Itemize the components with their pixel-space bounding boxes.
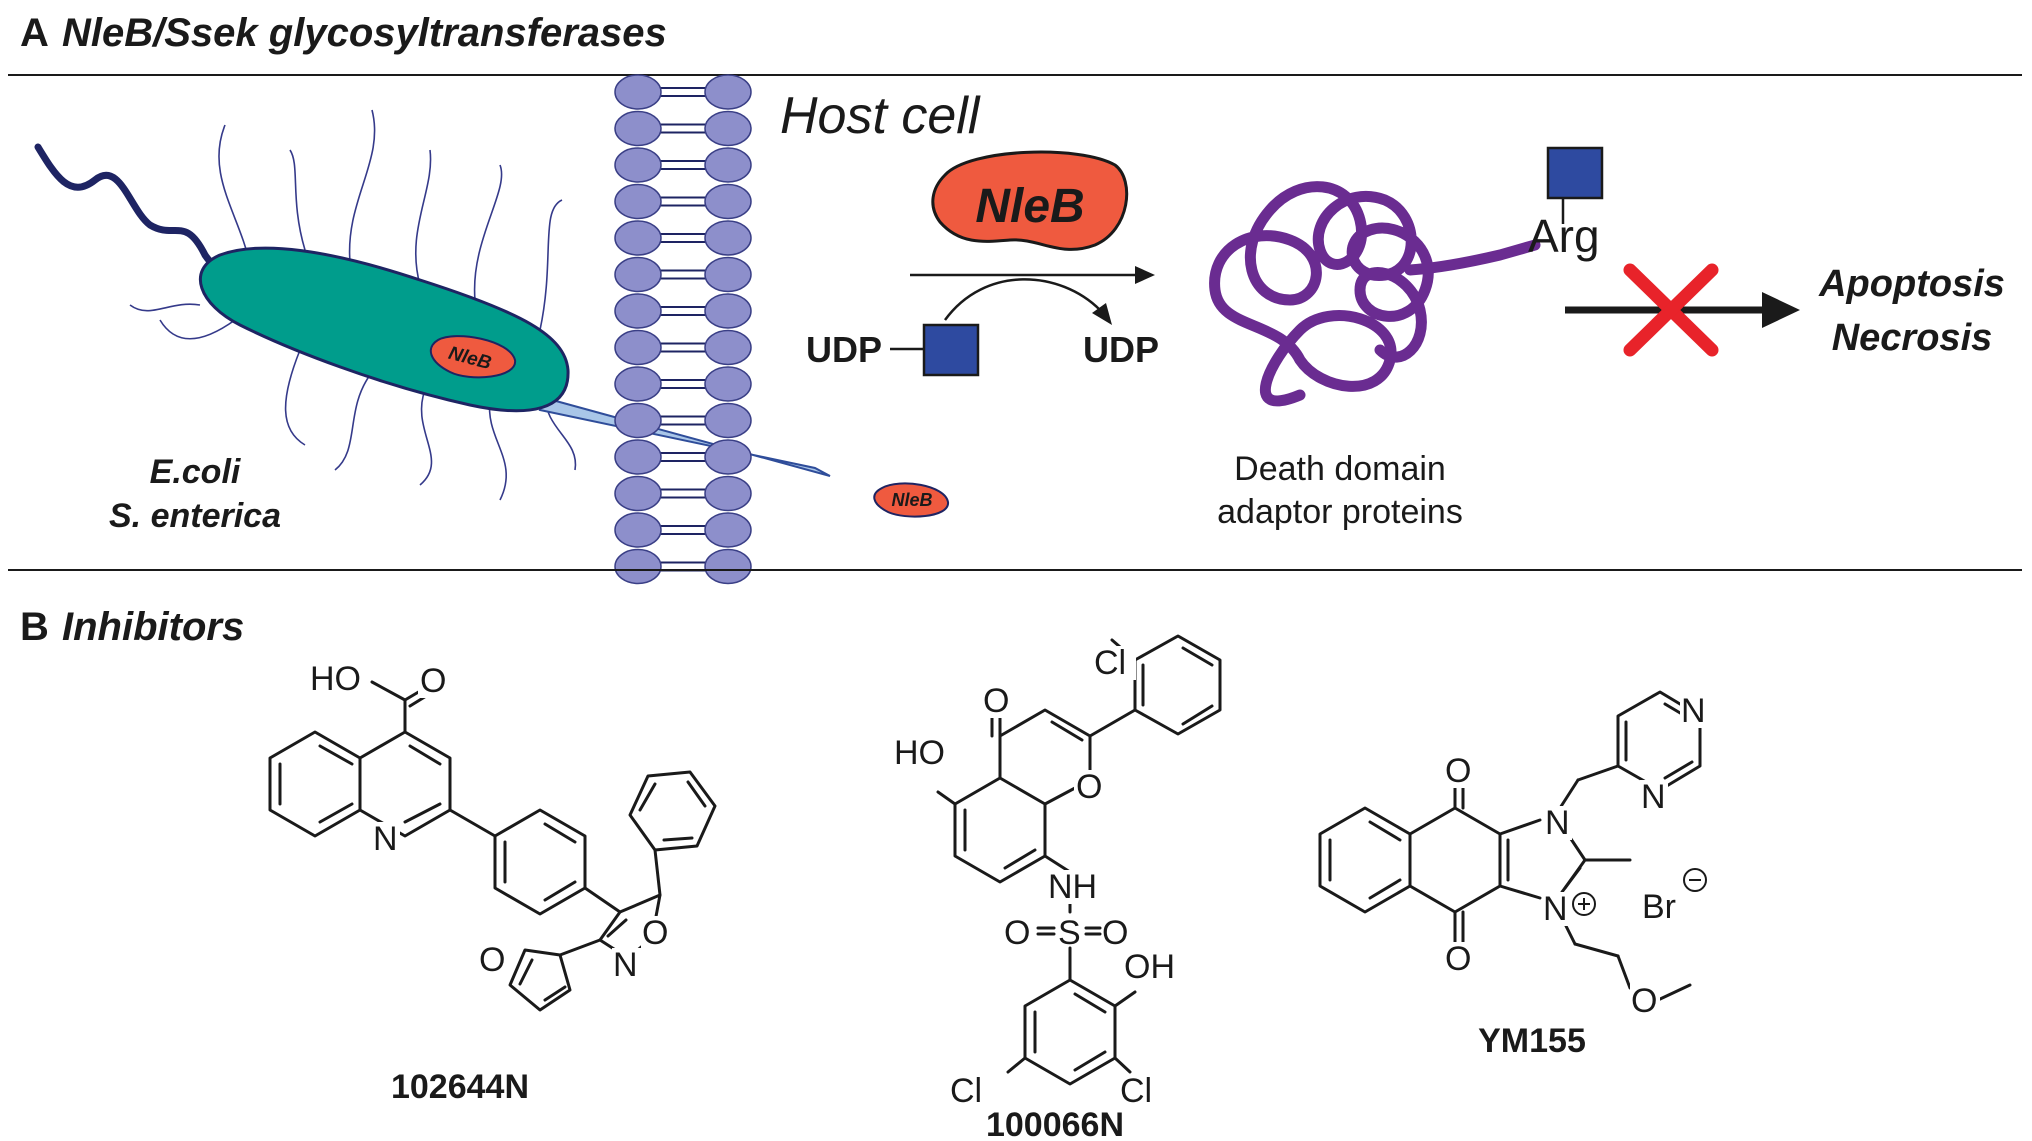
lipid-head [704,220,752,256]
atom-n-pyrazine-bottom: N [1641,778,1666,816]
atom-o-pyran: O [1076,768,1102,806]
lipid-head [704,512,752,548]
lipid-head [704,402,752,439]
atom-n-quinoline: N [373,820,398,858]
bacterium-nleb: NleB [429,335,517,379]
udp-release-arrow [943,278,1101,321]
flagellum [34,143,239,279]
atom-cl-left: Cl [950,1072,982,1110]
udp-substrate-label: UDP [806,329,882,370]
death-domain-protein [1209,181,1541,407]
host-membrane-bilayer [614,74,752,585]
lipid-head [614,366,662,402]
lipid-head [614,402,662,439]
atom-o-quinone-bottom: O [1445,940,1471,978]
atom-s: S [1058,914,1081,952]
atom-n-imidazole-top: N [1545,804,1570,842]
compound-ym155-structure [1318,690,1702,1002]
compound-100066n-name: 100066N [986,1106,1124,1141]
atom-o-sulfonyl-left: O [1004,914,1030,952]
atom-n-imidazolium: N [1543,890,1568,928]
protein-caption-line2: adaptor proteins [1217,493,1463,531]
inhibition-x-mark [1623,263,1719,357]
atom-o-furan: O [479,941,505,979]
lipid-head [614,256,662,293]
bacterium-pili [129,109,577,501]
atom-ho-phenol: HO [894,734,945,772]
compound-100066n-structure [936,634,1222,1086]
udp-product-label: UDP [1083,329,1159,370]
compound-102644n-labels: HO O N O N O [305,660,671,984]
bacterium [198,246,570,413]
lipid-head [704,366,752,402]
atom-nh: NH [1048,868,1097,906]
atom-o-isoxazole: O [642,914,668,952]
udp-release-arrowhead [1092,303,1112,325]
protein-caption-line1: Death domain [1234,450,1446,488]
lipid-head [704,293,752,329]
bromide-counterion: Br [1642,888,1676,926]
lipid-head [704,475,752,512]
panel-a-title: NleB/Ssek glycosyltransferases [62,11,667,55]
lipid-head [614,439,662,475]
secreted-nleb-label: NleB [891,490,932,510]
lipid-head [704,548,752,585]
atom-n-pyrazine-top: N [1681,692,1706,730]
panel-a-letter: A [20,11,49,55]
nleb-enzyme: NleB [931,150,1129,251]
lipid-head [614,512,662,548]
atom-cl-aryl: Cl [1094,644,1126,682]
panel-b-title: Inhibitors [62,605,244,649]
secreted-nleb: NleB [873,482,949,518]
lipid-head [614,220,662,256]
lipid-head [614,74,662,110]
injection-needle [538,396,831,477]
blocked-pathway-arrowhead [1762,292,1800,328]
lipid-head [614,293,662,329]
lipid-head [704,74,752,110]
lipid-head [704,329,752,366]
sugar-square-arg [1546,146,1604,200]
atom-ho: HO [310,660,361,698]
lipid-head [614,475,662,512]
lipid-head [704,183,752,220]
negative-charge-icon [1683,868,1707,892]
atom-cl-right: Cl [1120,1072,1152,1110]
host-cell-label: Host cell [780,87,981,145]
lipid-head [614,548,662,585]
compound-ym155-labels: N N O N Br N O O [1444,692,1708,1020]
panel-b-letter: B [20,605,49,649]
reaction-arrowhead [1135,266,1155,284]
atom-o-quinone-top: O [1445,752,1471,790]
nleb-enzyme-label: NleB [975,180,1084,233]
compound-102644n-name: 102644N [391,1068,529,1106]
compound-ym155-name: YM155 [1478,1022,1586,1060]
atom-o-sulfonyl-right: O [1102,914,1128,952]
bacteria-name-senterica: S. enterica [109,497,281,535]
lipid-head [614,110,662,147]
outcome-apoptosis: Apoptosis [1818,263,2005,305]
atom-o-methoxy: O [1631,982,1657,1020]
lipid-head [614,329,662,366]
outcome-necrosis: Necrosis [1832,317,1993,359]
lipid-head [704,439,752,475]
compound-100066n-labels: Cl O HO O NH O S O OH Cl Cl [892,644,1175,1110]
lipid-head [614,147,662,183]
positive-charge-icon [1572,892,1596,916]
arg-residue-label: Arg [1528,210,1600,262]
atom-o-carbonyl: O [420,662,446,700]
lipid-head [704,147,752,183]
atom-oh-ring: OH [1124,948,1175,986]
bacteria-name-ecoli: E.coli [150,453,242,491]
atom-o-ketone: O [983,682,1009,720]
lipid-head [614,183,662,220]
lipid-head [704,256,752,293]
sugar-square-substrate [922,323,980,377]
atom-n-isoxazole: N [613,946,638,984]
lipid-head [704,110,752,147]
